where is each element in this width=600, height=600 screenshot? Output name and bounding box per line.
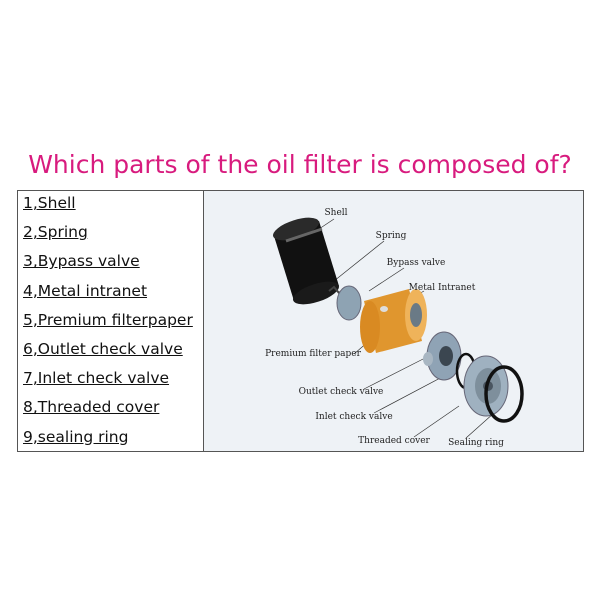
leader-outlet [363, 355, 430, 390]
leader-inlet [373, 375, 445, 414]
label-sealing-ring: Sealing ring [448, 438, 504, 448]
parts-list: 1,Shell 2,Spring 3,Bypass valve 4,Metal … [18, 191, 204, 451]
metal-intranet-part [380, 306, 388, 312]
list-item: 2,Spring [23, 223, 88, 242]
list-item: 9,sealing ring [23, 427, 129, 446]
label-outlet-check-valve: Outlet check valve [298, 387, 384, 397]
sealing-ring-part [484, 365, 524, 423]
leader-bypass [368, 267, 405, 292]
exploded-diagram: Shell Spring Bypass valve Metal Intranet… [204, 191, 583, 451]
label-inlet-check-valve: Inlet check valve [315, 412, 393, 422]
list-item: 4,Metal intranet [23, 281, 148, 300]
label-premium-filter-paper: Premium filter paper [265, 349, 361, 359]
bypass-valve-part [336, 285, 362, 321]
list-item: 8,Threaded cover [23, 398, 160, 417]
label-threaded-cover: Threaded cover [358, 436, 430, 446]
shell-part [273, 217, 339, 305]
label-bypass-valve: Bypass valve [386, 258, 446, 268]
list-item: 7,Inlet check valve [23, 369, 170, 388]
list-item: 6,Outlet check valve [23, 339, 183, 358]
outlet-inlet-valve-part [423, 331, 462, 381]
list-item: 5,Premium filterpaper [23, 310, 193, 329]
page-title: Which parts of the oil filter is compose… [28, 150, 572, 179]
label-spring: Spring [375, 231, 407, 241]
leader-sealing [465, 412, 495, 439]
list-item: 1,Shell [23, 194, 76, 212]
list-item: 3,Bypass valve [23, 252, 140, 271]
oil-filter-illustration [273, 217, 524, 439]
label-metal-intranet: Metal Intranet [408, 283, 476, 293]
filter-paper-part [360, 289, 427, 353]
leader-spring [333, 240, 385, 282]
label-shell: Shell [324, 208, 348, 218]
parts-table: 1,Shell 2,Spring 3,Bypass valve 4,Metal … [17, 190, 584, 452]
leader-threaded [413, 405, 460, 438]
